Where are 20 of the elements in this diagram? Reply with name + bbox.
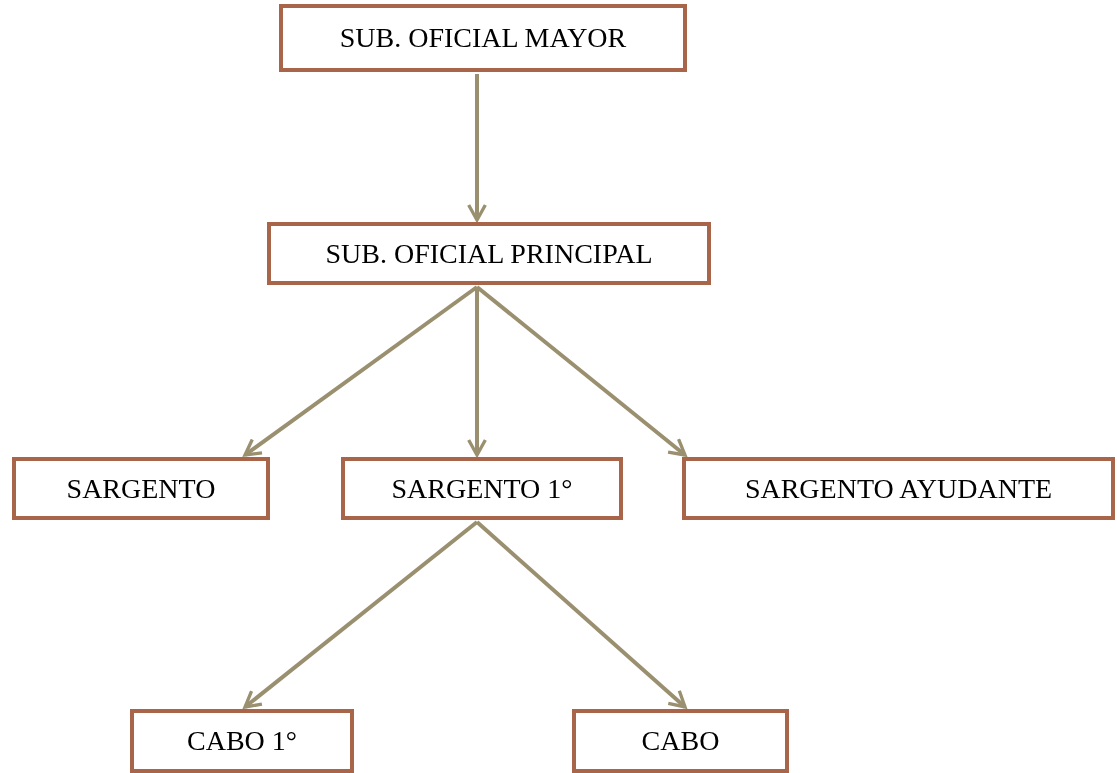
rank-label: SARGENTO (66, 472, 216, 505)
rank-label: CABO (641, 725, 720, 757)
arrow (467, 74, 487, 222)
rank-label: SARGENTO 1° (391, 472, 573, 505)
arrow (475, 520, 687, 709)
arrow (467, 287, 487, 457)
rank-box (572, 709, 789, 773)
rank-box (341, 457, 623, 520)
arrow (243, 520, 479, 709)
rank-box (12, 457, 270, 520)
arrow (243, 285, 479, 457)
rank-label: SUB. OFICIAL MAYOR (339, 22, 627, 54)
rank-box (279, 4, 687, 72)
rank-label: SUB. OFICIAL PRINCIPAL (325, 237, 653, 270)
arrow (475, 285, 687, 457)
rank-label: CABO 1° (187, 725, 297, 757)
rank-box (682, 457, 1115, 520)
rank-label: SARGENTO AYUDANTE (744, 472, 1053, 505)
rank-box (130, 709, 354, 773)
rank-box (267, 222, 711, 285)
